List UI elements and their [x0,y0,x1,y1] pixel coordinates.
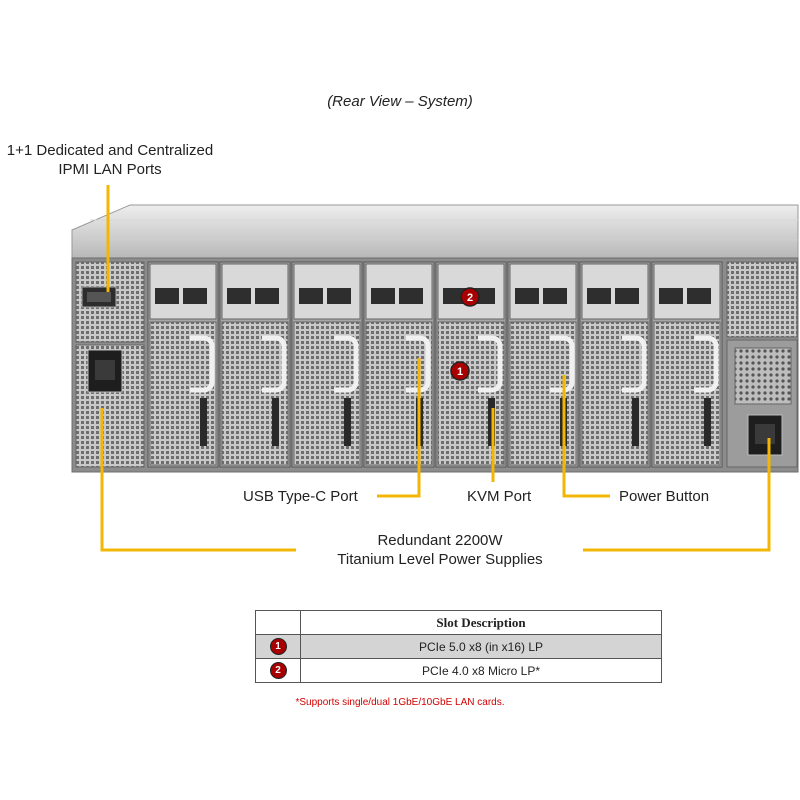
slot-desc-2: PCIe 4.0 x8 Micro LP* [300,658,662,683]
slot-marker-1: 1 [450,361,470,381]
right-psu-area [726,261,798,468]
left-psu-area [75,261,145,468]
ipmi-lan-label: 1+1 Dedicated and Centralized IPMI LAN P… [0,141,220,179]
node-module-2 [219,261,291,468]
view-caption: (Rear View – System) [327,93,473,110]
slot-marker-1-text: 1 [457,366,463,378]
callout-power-button [562,375,610,498]
callout-psu-left [100,408,296,552]
psu-label-line2: Titanium Level Power Supplies [337,551,543,568]
slot-marker-2-text: 2 [467,292,473,304]
power-supplies-label: Redundant 2200W Titanium Level Power Sup… [300,531,580,569]
node-module-6 [507,261,579,468]
psu-label-line1: Redundant 2200W [377,532,503,549]
footnote: *Supports single/dual 1GbE/10GbE LAN car… [295,697,505,708]
ipmi-label-line2: IPMI LAN Ports [58,161,162,178]
kvm-port-label: KVM Port [467,488,532,505]
callout-lines [100,185,771,552]
table-header-row: Slot Description [255,610,662,635]
usb-type-c-port-label: USB Type-C Port [243,488,358,505]
node-module-7 [579,261,651,468]
chassis-top [71,204,799,259]
slot-marker-2: 2 [460,287,480,307]
slot-badge-2: 2 [269,662,287,679]
node-module-8 [651,261,723,468]
slot-desc-1: PCIe 5.0 x8 (in x16) LP [300,634,662,659]
table-header-blank [255,610,301,635]
table-row: 2 PCIe 4.0 x8 Micro LP* [255,658,662,683]
slot-description-table: Slot Description 1 PCIe 5.0 x8 (in x16) … [255,610,662,683]
node-module-1 [147,261,219,468]
ipmi-label-line1: 1+1 Dedicated and Centralized [6,142,214,159]
slot-badge-1: 1 [269,638,287,655]
node-module-4 [363,261,435,468]
table-row: 1 PCIe 5.0 x8 (in x16) LP [255,634,662,659]
callout-usb [377,358,421,498]
table-header: Slot Description [300,610,662,635]
node-module-3 [291,261,363,468]
node-modules [147,261,723,468]
power-button-label: Power Button [619,488,710,505]
callout-psu-right [583,438,771,552]
